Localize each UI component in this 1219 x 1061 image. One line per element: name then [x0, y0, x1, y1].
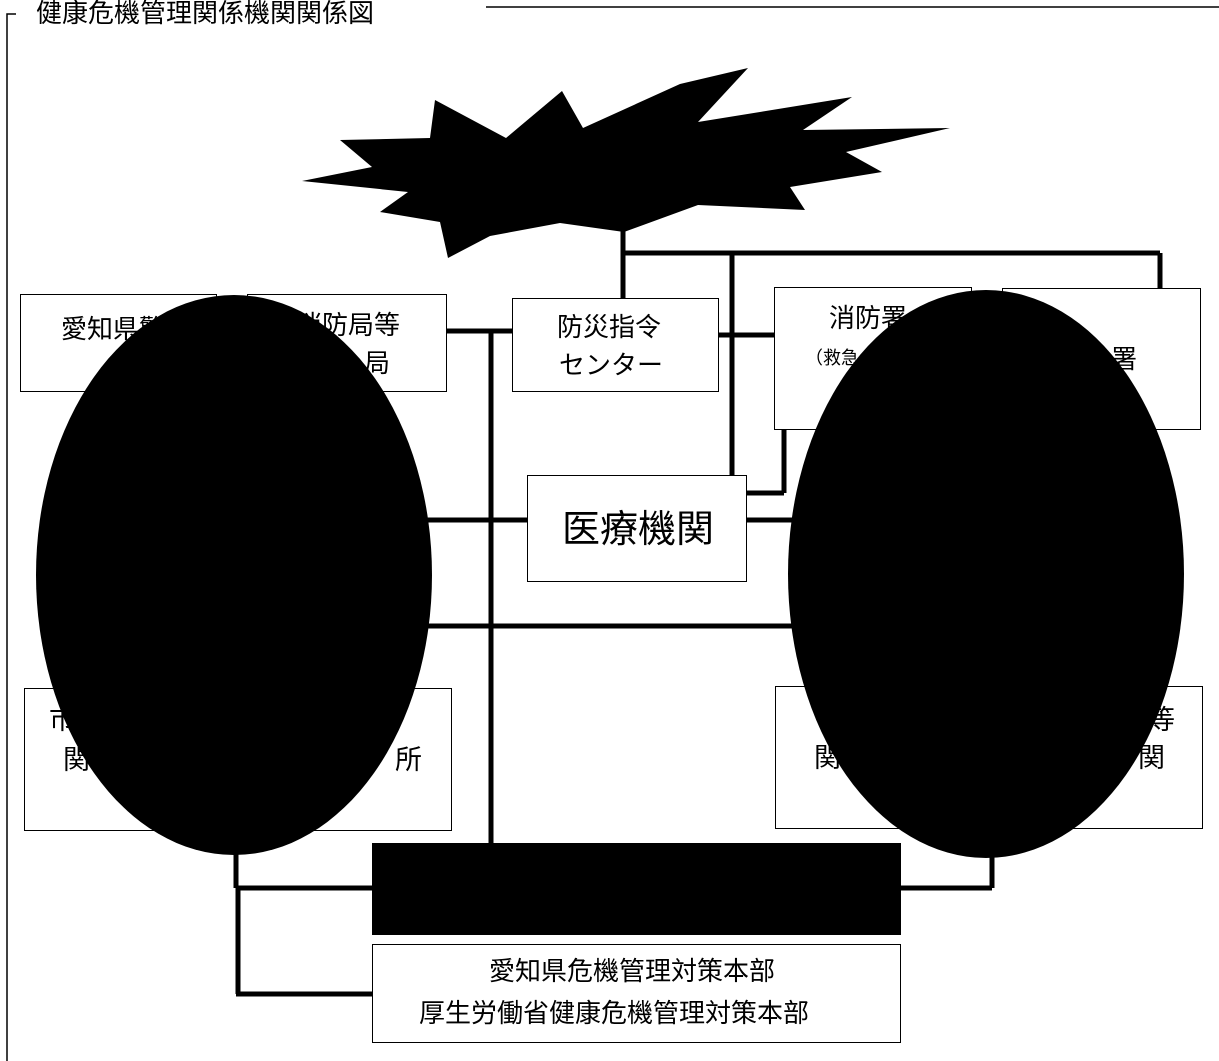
medical-institution-box: 医療機関 [527, 475, 747, 582]
left-lower-line3: 所 [395, 745, 422, 776]
right-lower-line3: 関 [1138, 743, 1165, 774]
hq-redaction-bar [372, 843, 901, 935]
hq-line2: 厚生労働省健康危機管理対策本部 [419, 999, 810, 1029]
fire-station-line2: （救急 [805, 348, 859, 369]
medical-institution-label: 医療機関 [562, 507, 715, 551]
dispatch-center-box: 防災指令 センター [512, 298, 719, 392]
frame-border [6, 13, 16, 1061]
hq-box: 愛知県危機管理対策本部 厚生労働省健康危機管理対策本部 [372, 944, 901, 1043]
frame-title: 健康危機管理関係機関関係図 [30, 0, 381, 34]
right-redaction-ellipse [788, 290, 1184, 858]
left-redaction-ellipse [36, 295, 432, 855]
dispatch-line2: センター [559, 351, 664, 381]
dispatch-line1: 防災指令 [557, 313, 662, 343]
hq-line1: 愛知県危機管理対策本部 [489, 957, 776, 987]
